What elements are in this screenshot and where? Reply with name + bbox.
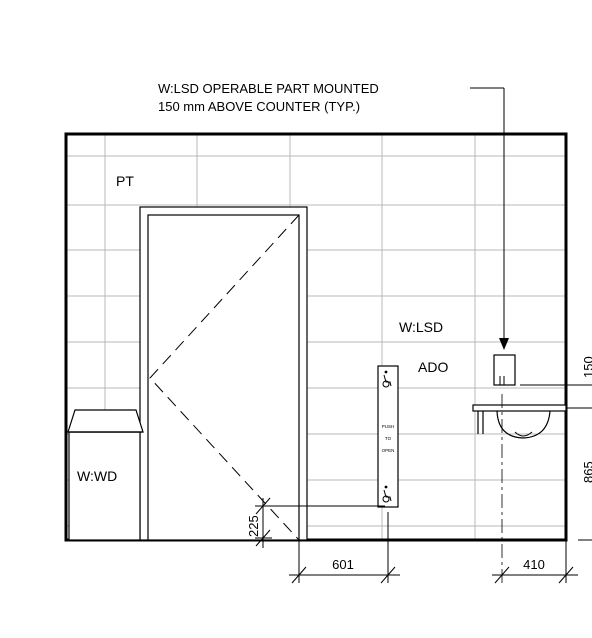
dimension-410 [492,540,578,584]
label-wwd: W:WD [77,468,117,484]
push-text: PUSH [382,424,395,429]
dimension-601 [289,512,400,584]
label-pt: PT [116,173,134,189]
note-text-line2: 150 mm ABOVE COUNTER (TYP.) [158,99,360,114]
dimension-225 [255,497,385,548]
dimension-410-label: 410 [523,557,545,572]
note-text-line1: W:LSD OPERABLE PART MOUNTED [158,81,379,96]
dimension-150-label: 150 [581,356,592,378]
door [139,206,308,541]
waste-bin [67,409,144,541]
dimension-225-label: 225 [246,515,261,537]
label-wlsd: W:LSD [399,319,443,335]
sink-counter [472,404,567,439]
accessibility-icon-top [382,370,392,388]
soap-dispenser [493,354,516,386]
ado-push-plate: PUSH TO OPEN [377,365,399,508]
wall-outline [64,132,568,542]
label-ado: ADO [418,359,448,375]
to-text: TO [385,436,392,441]
open-text: OPEN [382,448,395,453]
door-swing-lines [149,214,300,541]
dimension-865-label: 865 [581,461,592,483]
dimension-601-label: 601 [332,557,354,572]
note-leader [470,87,509,350]
accessibility-icon-bottom [382,485,392,503]
